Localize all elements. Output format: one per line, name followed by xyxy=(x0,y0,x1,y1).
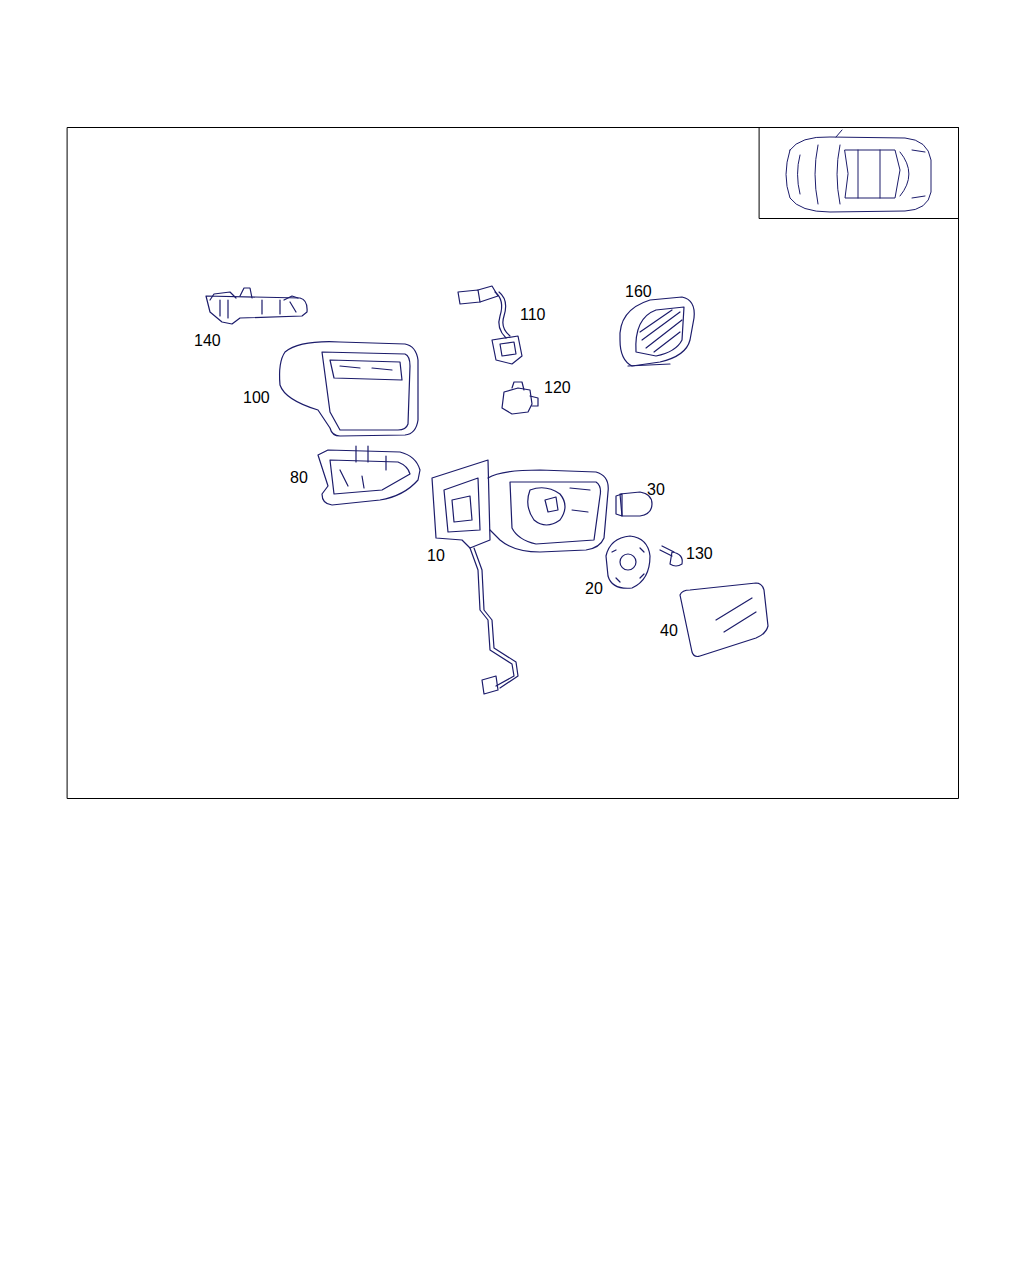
callout-number: 80 xyxy=(290,469,308,487)
signal-lens xyxy=(620,297,694,366)
mirror-glass xyxy=(680,583,768,657)
callout-number: 120 xyxy=(544,379,571,397)
frame xyxy=(68,128,959,799)
inset-frame xyxy=(760,128,959,219)
wire-harness xyxy=(458,286,522,364)
callout-number: 100 xyxy=(243,389,270,407)
callout-number: 140 xyxy=(194,332,221,350)
callout-number: 10 xyxy=(427,547,445,565)
callout-number: 110 xyxy=(520,306,546,324)
lower-cover xyxy=(318,446,420,505)
screw xyxy=(660,546,682,566)
callout-number: 20 xyxy=(585,580,603,598)
callout-number: 130 xyxy=(686,545,713,563)
adjustment-motor xyxy=(606,536,650,588)
callout-number: 160 xyxy=(625,283,652,301)
clip xyxy=(502,382,538,414)
turn-signal-bracket xyxy=(206,288,307,324)
car-top-view xyxy=(786,130,931,212)
bulb xyxy=(616,492,652,516)
mirror-cover-cap xyxy=(280,342,418,436)
callout-number: 40 xyxy=(660,622,678,640)
mirror-housing xyxy=(432,460,608,694)
callout-number: 30 xyxy=(647,481,665,499)
